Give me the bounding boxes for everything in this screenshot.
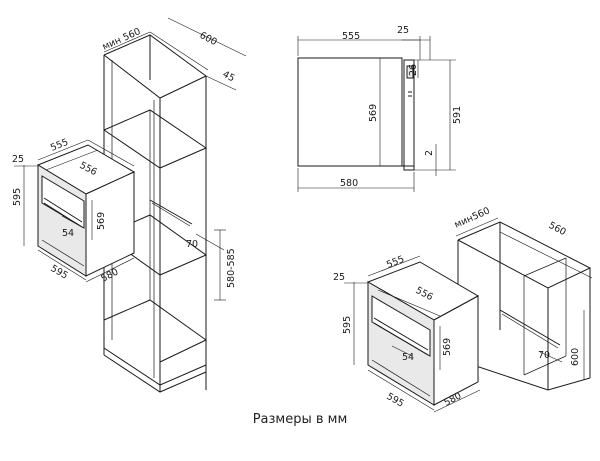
oven-left-handle-label: 54 bbox=[62, 228, 74, 239]
tall-cabinet-min-width-label: мин 560 bbox=[101, 26, 143, 53]
tall-cabinet-offset-label: 45 bbox=[221, 69, 237, 84]
tall-cabinet-vent-label: 70 bbox=[186, 239, 198, 250]
side-view-front-label: 25 bbox=[397, 25, 409, 36]
tall-cabinet-dimensions bbox=[103, 17, 247, 301]
under-cabinet-vent-label: 70 bbox=[538, 350, 550, 361]
side-view-depth-top-label: 555 bbox=[342, 31, 360, 42]
oven-right-front-offset-label: 25 bbox=[333, 272, 345, 283]
oven-left-front-offset-label: 25 bbox=[12, 154, 24, 165]
tall-cabinet-depth-label: 600 bbox=[198, 30, 219, 48]
side-view-dimensions bbox=[297, 36, 456, 192]
units-caption: Размеры в мм bbox=[252, 412, 348, 427]
under-cabinet-height-label: 600 bbox=[570, 348, 581, 366]
under-cabinet-min-width-label: мин560 bbox=[453, 205, 492, 230]
oven-left-width-label: 595 bbox=[49, 263, 70, 282]
side-view bbox=[297, 57, 415, 171]
oven-right-dimensions bbox=[344, 255, 481, 413]
side-view-total-height-label: 591 bbox=[452, 106, 463, 124]
under-cabinet-dimensions bbox=[455, 217, 593, 380]
oven-right-handle-label: 54 bbox=[402, 352, 414, 363]
oven-left-inner-height-label: 569 bbox=[96, 212, 107, 230]
oven-left-depth-label: 580 bbox=[99, 266, 120, 284]
oven-left-height-label: 595 bbox=[12, 188, 23, 206]
oven-left bbox=[36, 144, 136, 277]
oven-right-inner-height-label: 569 bbox=[442, 338, 453, 356]
under-cabinet-depth-label: 560 bbox=[547, 220, 568, 238]
oven-right-width-label: 595 bbox=[385, 391, 406, 410]
tall-cabinet-niche-height-label: 580-585 bbox=[226, 248, 237, 288]
oven-right-height-label: 595 bbox=[342, 316, 353, 334]
side-view-depth-label: 580 bbox=[340, 178, 358, 189]
side-view-bottom-gap-label: 2 bbox=[424, 150, 435, 156]
side-view-body-height-label: 569 bbox=[368, 104, 379, 122]
oven-left-dimensions bbox=[14, 139, 135, 283]
side-view-gap-label: 26 bbox=[408, 64, 419, 76]
oven-right bbox=[366, 261, 480, 406]
